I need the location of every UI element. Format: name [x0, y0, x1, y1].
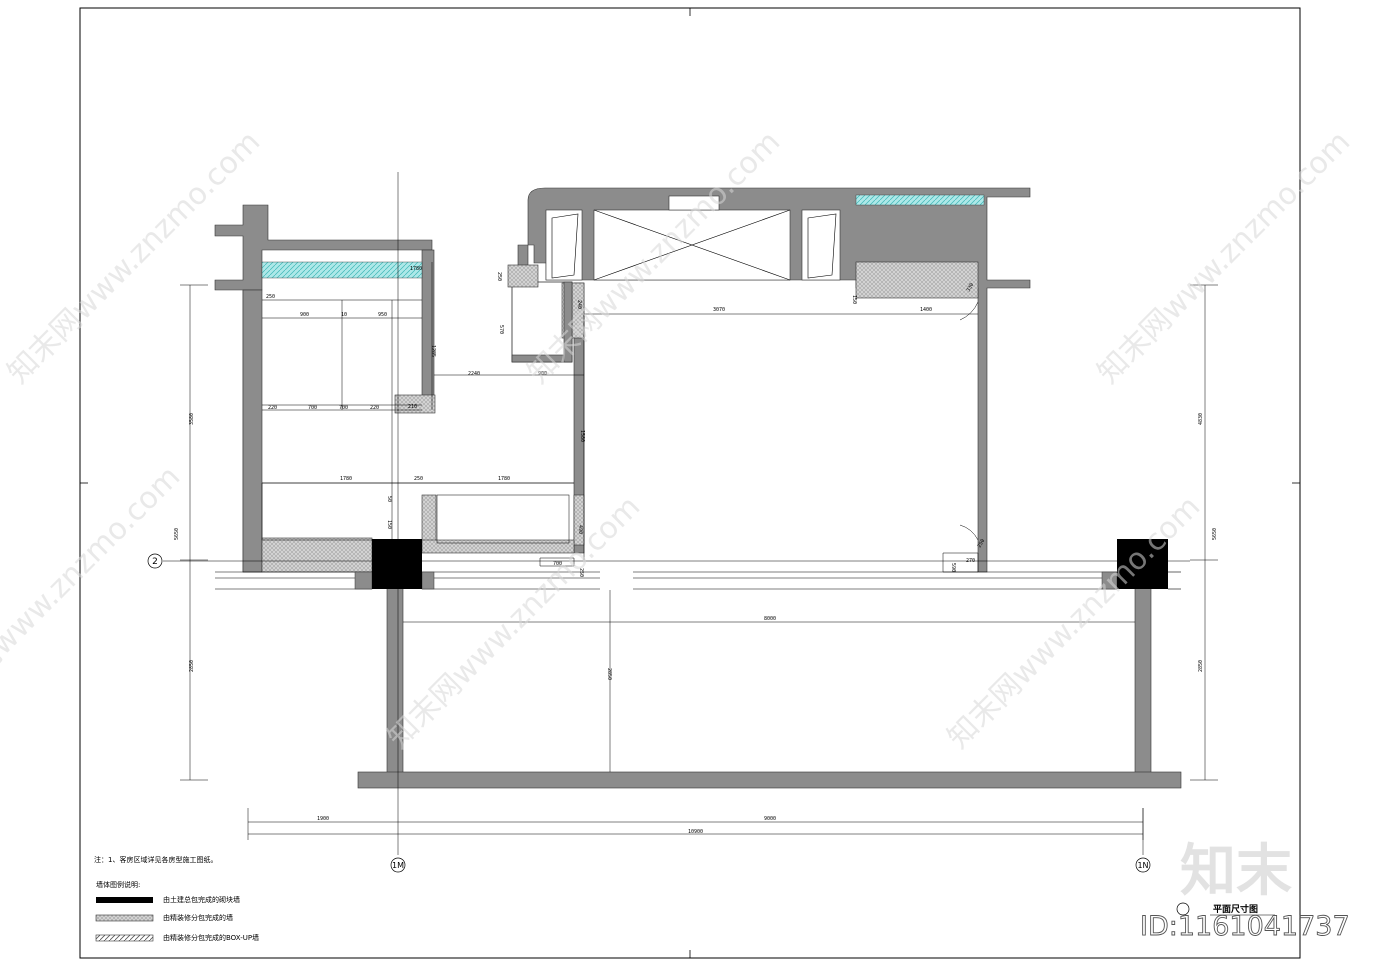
legend-swatch-crosshatch [95, 914, 154, 922]
watermark-3: 知末网www.znzmo.com [1091, 124, 1357, 390]
column-left [372, 539, 422, 589]
interior-dim-16: 1780 [340, 476, 352, 482]
image-id: ID:1161041737 [1140, 911, 1350, 942]
dim-right-2: 5650 [1212, 528, 1218, 540]
interior-dim-28: 590 [950, 563, 956, 572]
interior-dim-0: 250 [266, 294, 275, 300]
dim-right-3: 2850 [1198, 660, 1204, 672]
interior-dim-1: 900 [300, 312, 309, 318]
interior-dim-31: 8000 [764, 616, 776, 622]
interior-dim-25: 570 [498, 325, 504, 334]
glass-strip-left [261, 261, 423, 279]
legend-label-2: 由精装修分包完成的墙 [163, 913, 233, 922]
interior-dim-3: 950 [378, 312, 387, 318]
interior-dim-7: 700 [308, 405, 317, 411]
dim-left-2: 5650 [174, 528, 180, 540]
interior-dim-22: 700 [553, 561, 562, 567]
drawing-title: 平面尺寸图 [1176, 902, 1275, 916]
interior-dim-4: 1780 [410, 266, 422, 272]
dim-right-1: 4830 [1198, 413, 1204, 425]
interior-dim-24: 250 [496, 272, 502, 281]
legend-swatch-hatch [95, 934, 154, 942]
interior-dim-30: 250 [977, 538, 987, 549]
watermark-layer: 知末网www.znzmo.com 知末网www.znzmo.com 知末网www… [0, 124, 1357, 755]
interior-dim-27: 330 [966, 282, 976, 293]
interior-dim-17: 1780 [498, 476, 510, 482]
grid-bubble-row: 2 [147, 553, 163, 569]
grid-label-col-left: 1M [392, 861, 404, 870]
interior-dim-6: 220 [268, 405, 277, 411]
dim-bottom-2: 9000 [764, 816, 776, 822]
interior-dim-10: 210 [408, 404, 417, 410]
interior-dim-26: 240 [576, 300, 582, 309]
glass-strip-right [855, 194, 985, 206]
dim-bottom-1: 1900 [317, 816, 329, 822]
interior-dim-18: 250 [414, 476, 423, 482]
interior-dim-12: 900 [538, 371, 547, 377]
watermark-4: 知末网www.znzmo.com [381, 489, 647, 755]
legend-label-3: 由精装修分包完成的BOX-UP墙 [163, 933, 259, 942]
grid-label-col-right: 1N [1137, 861, 1148, 870]
column-right [1117, 539, 1168, 589]
interior-dim-29: 270 [966, 558, 975, 564]
interior-dim-14: 1400 [920, 307, 932, 313]
legend-swatch-solid [96, 897, 153, 903]
interior-dim-20: 150 [386, 520, 392, 529]
interior-dim-2: 10 [341, 312, 347, 318]
dimension-lines [180, 262, 1218, 840]
interior-dim-11: 2240 [468, 371, 480, 377]
interior-dim-9: 220 [370, 405, 379, 411]
interior-dim-23: 250 [578, 568, 584, 577]
watermark-6: 知末网www.znzmo.com [0, 459, 187, 725]
grid-bubble-col-left: 1M [390, 857, 406, 873]
interior-dim-21: 490 [577, 525, 583, 534]
interior-dim-5: 1285 [430, 345, 436, 357]
grid-bubble-col-right: 1N [1135, 857, 1151, 873]
interior-dim-15: 1580 [579, 430, 585, 442]
grid-label-row: 2 [152, 557, 158, 567]
legend-title: 墙体图例说明: [96, 880, 140, 889]
interior-dim-13: 3070 [713, 307, 725, 313]
interior-dim-19: 50 [386, 496, 392, 502]
drawing-title-text: 平面尺寸图 [1213, 903, 1258, 915]
dim-bottom-3: 10900 [688, 829, 703, 835]
legend-label-1: 由土建总包完成的砌块墙 [163, 895, 240, 904]
watermark-1: 知末网www.znzmo.com [1, 124, 267, 390]
interior-dim-8: 700 [339, 405, 348, 411]
interior-dim-33: 150 [851, 295, 857, 304]
dimension-texts: 3580 5650 2850 4830 5650 2850 1900 9000 … [174, 413, 1218, 835]
brand-mark: 知末 [1180, 839, 1292, 904]
dim-left-1: 3580 [189, 413, 195, 425]
interior-dim-32: 2850 [606, 668, 612, 680]
interior-dimension-texts: 250 900 10 950 1780 1285 220 700 700 220 210 2240 90… [266, 266, 986, 680]
note-1: 注：1、客房区域详见各房型施工图纸。 [94, 855, 217, 864]
dim-left-3: 2850 [189, 660, 195, 672]
